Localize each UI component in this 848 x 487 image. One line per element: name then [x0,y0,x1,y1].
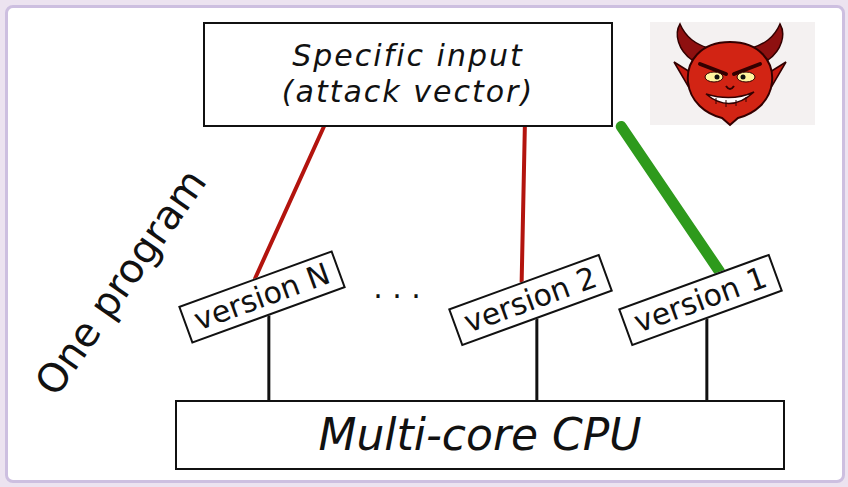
connector [255,127,324,279]
box-text: Multi-core CPU [318,409,641,462]
connector [535,319,538,400]
input-box: Specific input (attack vector) [203,22,613,127]
connector [522,127,525,282]
connector [705,319,708,400]
ellipsis-label: . . . [373,270,421,305]
box-text: Specific input (attack vector) [241,38,575,110]
cpu-box: Multi-core CPU [175,400,785,470]
connector [621,127,719,272]
connector [267,316,270,400]
